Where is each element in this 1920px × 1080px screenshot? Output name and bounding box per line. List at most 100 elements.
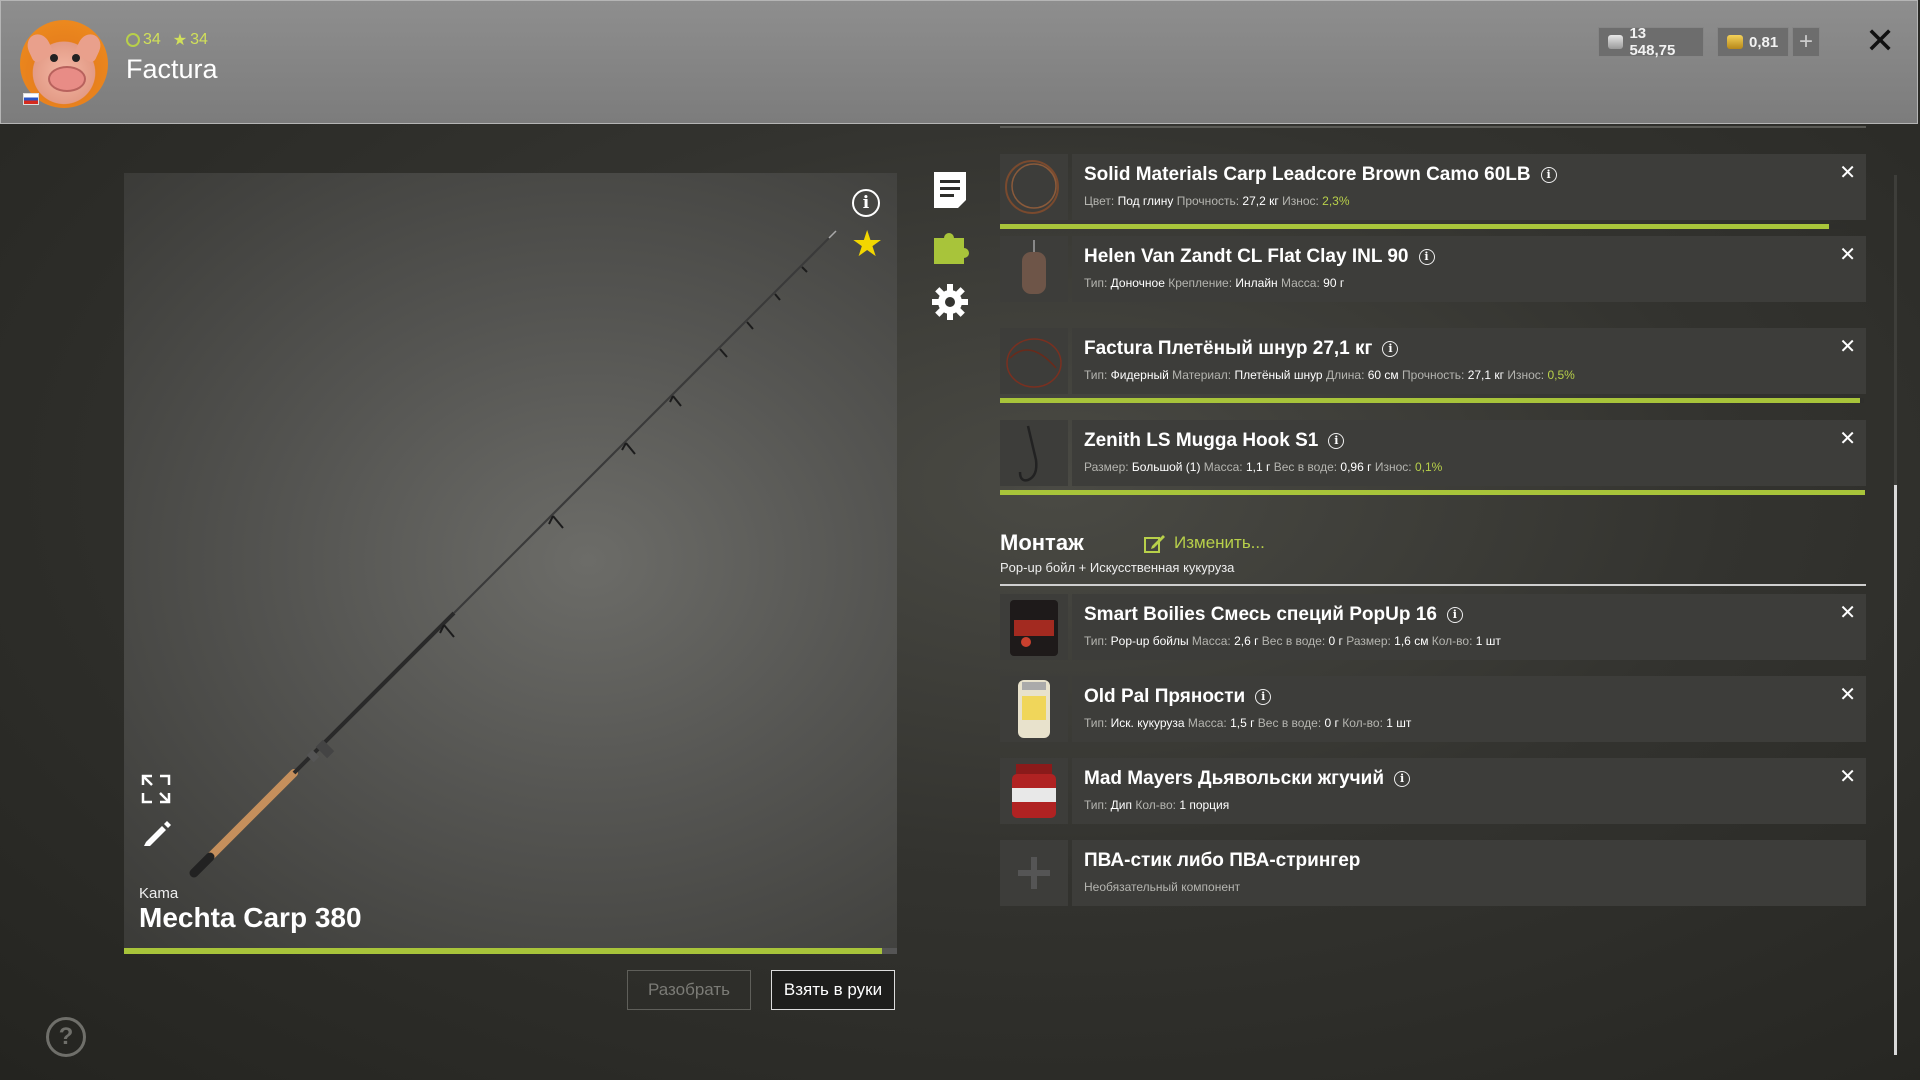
item-properties: Тип: Доночное Крепление: Инлайн Масса: 9…	[1084, 276, 1344, 290]
close-icon[interactable]: ✕	[1865, 20, 1896, 61]
property-value: Инлайн	[1235, 276, 1278, 290]
property-value: 0,96 г	[1340, 460, 1372, 474]
help-question-icon[interactable]: ?	[46, 1017, 86, 1057]
settings-gear-icon[interactable]	[930, 282, 970, 322]
remove-item-close-icon[interactable]: ✕	[1839, 766, 1856, 788]
buy-currency-button[interactable]: +	[1792, 27, 1820, 57]
info-icon[interactable]: i	[1255, 689, 1272, 705]
expand-icon[interactable]	[140, 773, 172, 805]
notes-document-icon[interactable]	[930, 170, 970, 210]
rod-brand: Kama	[139, 885, 179, 902]
montage-edit-link[interactable]: Изменить...	[1144, 533, 1265, 553]
remove-item-close-icon[interactable]: ✕	[1839, 428, 1856, 450]
property-value: 0,1%	[1414, 460, 1443, 474]
info-icon[interactable]: i	[1540, 167, 1557, 183]
add-plus-icon	[1018, 857, 1050, 889]
silver-coins-icon	[1608, 35, 1624, 49]
tackle-puzzle-icon[interactable]	[930, 226, 970, 266]
list-scrollbar-thumb[interactable]	[1894, 485, 1897, 1055]
remove-item-close-icon[interactable]: ✕	[1839, 244, 1856, 266]
montage-title: Монтаж	[1000, 530, 1084, 555]
property-value: 0 г	[1324, 716, 1339, 730]
info-icon[interactable]: i	[1446, 607, 1463, 623]
info-icon[interactable]: i	[1394, 771, 1411, 787]
fishing-rod-image	[189, 230, 837, 878]
remove-item-close-icon[interactable]: ✕	[1839, 602, 1856, 624]
property-value: Плетёный шнур	[1234, 368, 1323, 382]
item-properties: Размер: Большой (1) Масса: 1,1 г Вес в в…	[1084, 460, 1442, 474]
item-thumbnail	[1000, 236, 1068, 302]
property-label: Масса:	[1184, 716, 1231, 730]
add-slot-thumbnail[interactable]	[1000, 840, 1068, 906]
durability-bar	[1000, 224, 1846, 229]
property-label: Вес в воде:	[1254, 716, 1325, 730]
list-top-divider	[1000, 126, 1866, 128]
property-label: Размер:	[1084, 460, 1132, 474]
rod-durability-bar	[124, 948, 897, 954]
player-name: Factura	[126, 54, 218, 84]
property-label: Прочность:	[1173, 194, 1243, 208]
property-label: Тип:	[1084, 368, 1111, 382]
item-thumbnail	[1000, 758, 1068, 824]
property-value: 0 г	[1328, 634, 1343, 648]
property-value: 1 шт	[1475, 634, 1501, 648]
durability-fill	[1000, 398, 1860, 403]
property-value: 1 шт	[1386, 716, 1412, 730]
info-icon[interactable]: i	[1382, 341, 1399, 357]
montage-divider	[1000, 584, 1866, 586]
take-in-hands-button[interactable]: Взять в руки	[771, 970, 895, 1010]
favorite-star-icon[interactable]: ★	[851, 223, 884, 264]
durability-fill	[1000, 224, 1830, 229]
item-properties: Тип: Иск. кукуруза Масса: 1,5 г Вес в во…	[1084, 716, 1411, 730]
property-label: Масса:	[1277, 276, 1324, 290]
disassemble-button[interactable]: Разобрать	[627, 970, 751, 1010]
durability-bar	[1000, 398, 1864, 403]
durability-bar	[1000, 490, 1866, 495]
item-thumbnail	[1000, 328, 1068, 394]
property-value: 2,6 г	[1234, 634, 1259, 648]
item-title: Solid Materials Carp Leadcore Brown Camo…	[1084, 164, 1531, 185]
property-label: Крепление:	[1164, 276, 1236, 290]
remove-item-close-icon[interactable]: ✕	[1839, 336, 1856, 358]
info-icon[interactable]: i	[1418, 249, 1435, 265]
property-label: Кол-во:	[1132, 798, 1180, 812]
item-properties: Цвет: Под глину Прочность: 27,2 кг Износ…	[1084, 194, 1350, 208]
item-title: Mad Mayers Дьявольски жгучий	[1084, 768, 1385, 789]
optional-pva-slot[interactable]: ПВА-стик либо ПВА-стрингер Необязательны…	[1000, 840, 1866, 906]
property-label: Размер:	[1342, 634, 1395, 648]
edit-pencil-icon[interactable]	[140, 816, 172, 848]
rod-durability-fill	[124, 948, 882, 954]
property-label: Цвет:	[1084, 194, 1118, 208]
info-icon[interactable]: i	[1328, 433, 1345, 449]
property-label: Износ:	[1504, 368, 1548, 382]
property-label: Кол-во:	[1338, 716, 1387, 730]
property-value: 60 см	[1367, 368, 1399, 382]
property-value: Фидерный	[1110, 368, 1169, 382]
property-label: Прочность:	[1398, 368, 1468, 382]
tackle-leader[interactable]: Solid Materials Carp Leadcore Brown Camo…	[1000, 154, 1866, 220]
property-value: 1,6 см	[1394, 634, 1429, 648]
rod-preview-panel[interactable]: i ★	[124, 173, 897, 948]
property-value: Доночное	[1110, 276, 1165, 290]
info-icon[interactable]: i	[852, 189, 880, 217]
property-label: Тип:	[1084, 276, 1111, 290]
property-value: 27,1 кг	[1467, 368, 1505, 382]
item-properties: Тип: Pop-up бойлы Масса: 2,6 г Вес в вод…	[1084, 634, 1501, 648]
edit-icon	[1144, 535, 1165, 553]
durability-fill	[1000, 490, 1866, 495]
property-label: Материал:	[1168, 368, 1235, 382]
property-label: Вес в воде:	[1258, 634, 1329, 648]
item-subtitle: Необязательный компонент	[1084, 880, 1241, 894]
remove-item-close-icon[interactable]: ✕	[1839, 162, 1856, 184]
property-label: Масса:	[1188, 634, 1235, 648]
level-ring-icon	[126, 33, 140, 47]
remove-item-close-icon[interactable]: ✕	[1839, 684, 1856, 706]
property-value: 90 г	[1323, 276, 1345, 290]
item-properties: Тип: Фидерный Материал: Плетёный шнур Дл…	[1084, 368, 1575, 382]
